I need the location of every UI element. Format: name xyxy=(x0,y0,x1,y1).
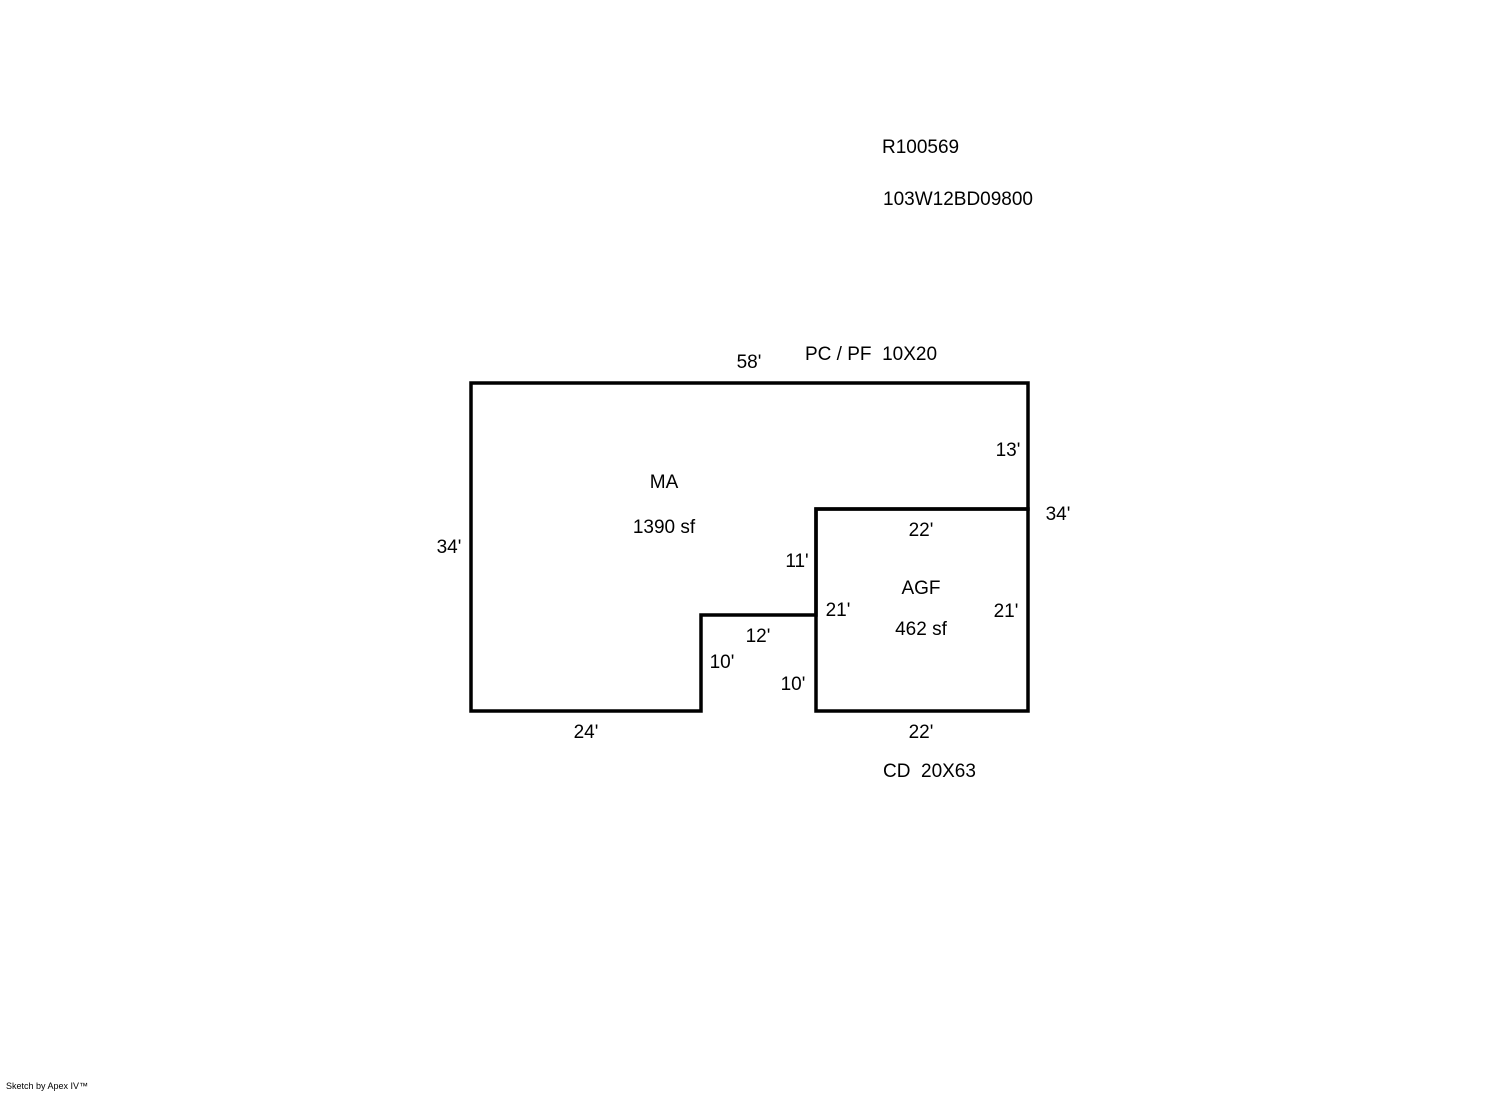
dimension-label: 21' xyxy=(993,601,1019,622)
dimension-label: 12' xyxy=(745,626,771,647)
porch-note: PC / PF 10X20 xyxy=(805,344,938,365)
garage-outline xyxy=(814,507,1030,713)
dimension-label: 22' xyxy=(908,520,934,541)
dimension-label: 34' xyxy=(1045,504,1071,525)
dimension-label: 10' xyxy=(780,674,806,695)
main-area-outline xyxy=(469,381,1030,713)
garage-area-code: AGF xyxy=(901,578,941,599)
dimension-label: 22' xyxy=(908,722,934,743)
main-area-code: MA xyxy=(649,472,679,493)
account-id: R100569 xyxy=(882,137,960,158)
garage-area-size: 462 sf xyxy=(895,619,947,640)
deck-note: CD 20X63 xyxy=(883,761,976,782)
dimension-label: 10' xyxy=(709,652,735,673)
dimension-label: 24' xyxy=(573,722,599,743)
dimension-label: 58' xyxy=(736,352,762,373)
sketch-credit: Sketch by Apex IV™ xyxy=(6,1081,89,1091)
main-area-size: 1390 sf xyxy=(632,517,696,538)
dimension-label: 11' xyxy=(785,551,809,572)
dimension-label: 34' xyxy=(436,537,462,558)
dimension-label: 21' xyxy=(825,600,851,621)
map-tax-lot: 103W12BD09800 xyxy=(883,189,1033,210)
dimension-label: 13' xyxy=(995,440,1021,461)
